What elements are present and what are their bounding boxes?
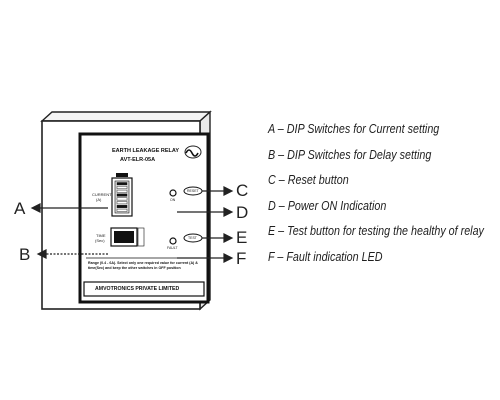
time-label: TIME bbox=[96, 233, 106, 238]
device-title: EARTH LEAKAGE RELAY bbox=[112, 148, 180, 154]
callout-letter-f: F bbox=[236, 249, 247, 268]
instruction-note: Range (0.4 - 6A). Select only one requir… bbox=[88, 261, 198, 270]
dip-switch-lever bbox=[116, 201, 128, 205]
dip-switch-lever bbox=[116, 186, 128, 189]
callout-letter-a: A bbox=[14, 199, 26, 218]
time-unit: (Sec) bbox=[95, 238, 105, 243]
dip-switch-lever bbox=[116, 208, 128, 212]
dip-switch-lever bbox=[116, 193, 128, 197]
test-button-label: TEST bbox=[188, 236, 197, 240]
callout-letter-d: D bbox=[236, 203, 249, 222]
manufacturer-name: AMVOTRONICS PRIVATE LIMITED bbox=[95, 286, 180, 292]
current-dip-switch-block bbox=[111, 177, 133, 217]
legend-item-f: F – Fault indication LED bbox=[268, 249, 383, 264]
reset-button-label: RESET bbox=[187, 189, 199, 193]
fault-led bbox=[169, 237, 177, 245]
power-on-led bbox=[169, 189, 177, 197]
legend-item-e: E – Test button for testing the healthy … bbox=[268, 224, 484, 239]
dip-switch-lever bbox=[116, 197, 128, 201]
manufacturer-strip bbox=[83, 281, 205, 297]
callout-letter-c: C bbox=[236, 181, 249, 200]
legend-item-a: A – DIP Switches for Current setting bbox=[268, 122, 440, 136]
device-model: AVT-ELR-05A bbox=[120, 157, 156, 163]
time-dip-switch-block bbox=[110, 227, 145, 247]
legend-item-b: B – DIP Switches for Delay setting bbox=[268, 147, 432, 162]
current-label: CURRENT bbox=[92, 192, 112, 197]
enclosure-top-face bbox=[40, 111, 212, 122]
legend-item-c: C – Reset button bbox=[268, 173, 349, 188]
front-panel bbox=[78, 132, 210, 304]
legend-item-d: D – Power ON Indication bbox=[268, 198, 387, 213]
fault-led-label: FAULT bbox=[167, 246, 178, 250]
on-led-label: ON bbox=[170, 198, 176, 202]
callout-letter-b: B bbox=[19, 245, 31, 264]
dip-switch-lever bbox=[116, 189, 128, 193]
legend-list: A – DIP Switches for Current setting B –… bbox=[268, 117, 484, 271]
current-switch-header bbox=[116, 173, 128, 177]
current-unit: (A) bbox=[96, 197, 102, 202]
callout-arrows bbox=[30, 186, 234, 263]
callout-letter-e: E bbox=[236, 228, 248, 247]
dip-switch-lever bbox=[116, 182, 128, 186]
company-logo bbox=[184, 145, 202, 159]
dip-switch-lever bbox=[116, 205, 128, 208]
